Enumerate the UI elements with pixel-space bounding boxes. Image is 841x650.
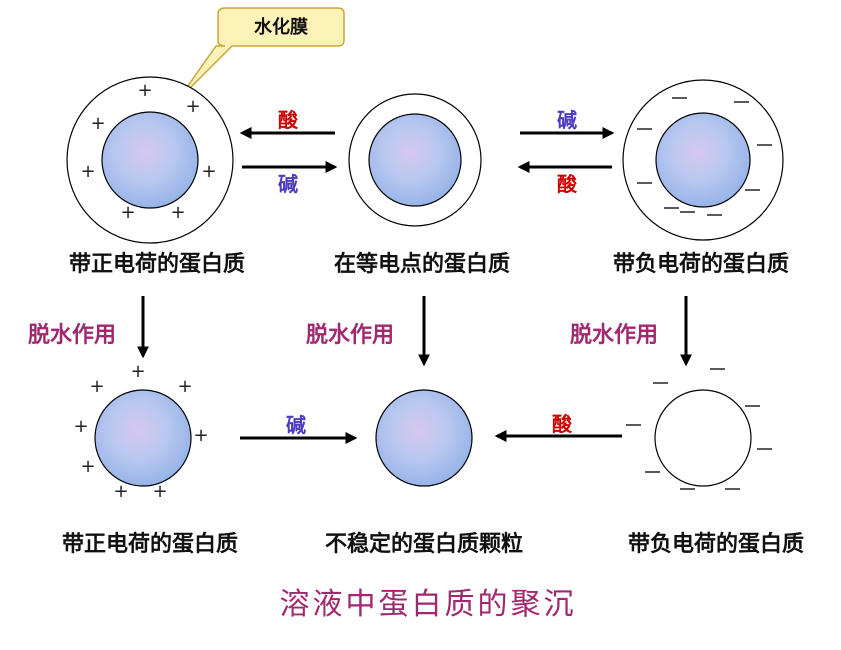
plus-charge: +	[80, 456, 95, 477]
label-unstable-particle: 不稳定的蛋白质颗粒	[325, 531, 523, 557]
protein-unstable-particle	[375, 389, 473, 487]
plus-charge: +	[73, 416, 88, 437]
base-label: 碱	[278, 172, 298, 196]
label-negative-protein: 带负电荷的蛋白质	[613, 251, 789, 277]
acid-label: 酸	[278, 108, 299, 132]
protein-core	[94, 389, 192, 487]
acid-label: 酸	[552, 412, 573, 436]
label-isoelectric-protein: 在等电点的蛋白质	[334, 251, 510, 277]
plus-charge: +	[170, 202, 185, 223]
label-positive-protein: 带正电荷的蛋白质	[69, 251, 245, 277]
plus-charge: +	[130, 361, 145, 382]
arrow-acid-left-2: 酸	[517, 161, 612, 196]
dehydration-label: 脱水作用	[306, 322, 394, 348]
callout-label: 水化膜	[254, 16, 308, 38]
dehydration-label: 脱水作用	[570, 322, 658, 348]
label-negative-protein-bottom: 带负电荷的蛋白质	[628, 531, 804, 557]
arrow-base-right: 碱	[242, 161, 338, 196]
diagram-title: 溶液中蛋白质的聚沉	[280, 587, 577, 622]
protein-isoelectric-hydrated	[348, 93, 482, 227]
hydration-film-callout: 水化膜	[177, 7, 345, 101]
protein-positive-dehydrated: + + + + + + + +	[73, 361, 208, 502]
plus-charge: +	[177, 376, 192, 397]
plus-charge: +	[113, 481, 128, 502]
minus-charges	[626, 368, 772, 490]
minus-charges	[637, 97, 772, 216]
dehydration-arrow-right: 脱水作用	[570, 296, 692, 367]
plus-charge: +	[90, 113, 105, 134]
protein-core	[368, 113, 462, 207]
protein-core	[654, 389, 752, 487]
base-label: 碱	[557, 108, 577, 132]
plus-charge: +	[137, 80, 152, 101]
plus-charge: +	[193, 425, 208, 446]
protein-core	[375, 389, 473, 487]
dehydration-arrow-left: 脱水作用	[28, 296, 149, 359]
plus-charge: +	[201, 161, 216, 182]
protein-core	[655, 112, 751, 208]
dehydration-arrow-center: 脱水作用	[306, 296, 430, 367]
plus-charge: +	[89, 376, 104, 397]
arrow-base-to-unstable: 碱	[240, 413, 358, 444]
acid-label: 酸	[557, 172, 578, 196]
protein-positive-hydrated: + + + + + + +	[66, 76, 234, 244]
protein-negative-dehydrated	[626, 368, 772, 490]
plus-charge: +	[80, 161, 95, 182]
protein-core	[101, 111, 199, 209]
protein-negative-hydrated	[622, 79, 784, 241]
plus-charge: +	[185, 96, 200, 117]
arrow-acid-left: 酸	[239, 108, 335, 139]
base-label: 碱	[286, 413, 306, 437]
dehydration-label: 脱水作用	[28, 322, 116, 348]
arrow-acid-to-unstable: 酸	[494, 412, 622, 442]
plus-charge: +	[120, 202, 135, 223]
plus-charge: +	[152, 481, 167, 502]
arrow-base-right-2: 碱	[520, 108, 615, 139]
label-positive-protein-bottom: 带正电荷的蛋白质	[62, 531, 238, 557]
